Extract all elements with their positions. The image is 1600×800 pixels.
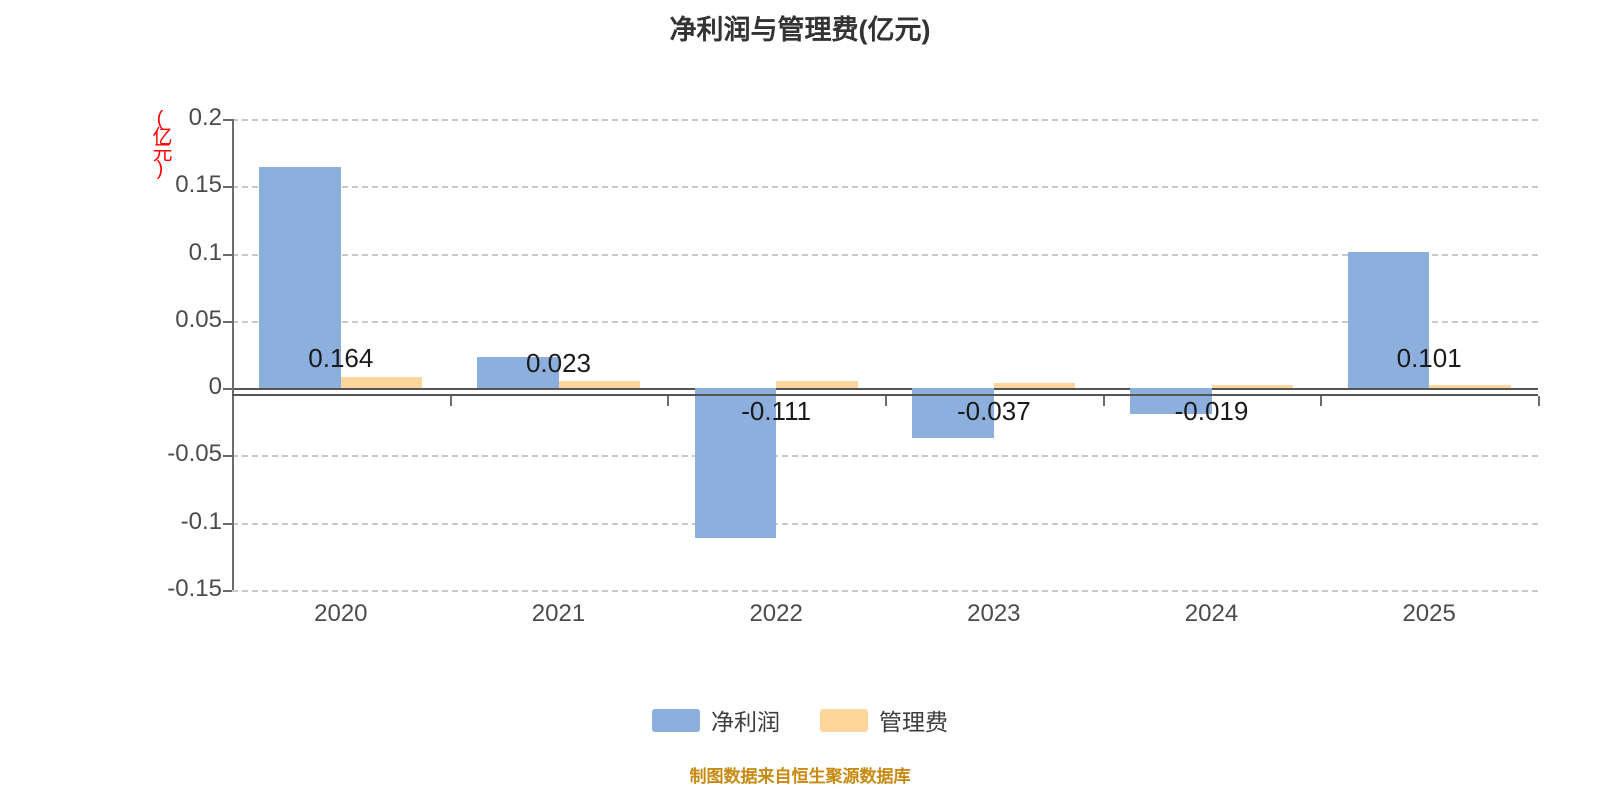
bar-admin-expense-2023[interactable]	[993, 383, 1076, 389]
chart-legend: 净利润 管理费	[0, 703, 1600, 737]
bar-net-profit-2024[interactable]	[1129, 388, 1212, 414]
plot-area: 0.164 0.023 -0.111 -0.037 -0.019 0.101	[232, 119, 1538, 592]
y-axis-unit-label: (亿元)	[149, 108, 171, 176]
bar-net-profit-2020[interactable]	[259, 167, 341, 389]
bar-value-label: -0.111	[741, 396, 812, 427]
x-axis-tick	[1538, 396, 1540, 406]
legend-label: 管理费	[879, 709, 948, 735]
x-axis-line	[232, 394, 1538, 396]
y-axis-tick	[223, 119, 232, 121]
x-axis-tick-label: 2021	[531, 600, 586, 627]
bar-net-profit-2022[interactable]	[694, 388, 777, 538]
gridline	[232, 522, 1538, 525]
y-axis-tick	[223, 186, 232, 189]
bar-value-label: -0.037	[956, 396, 1031, 427]
x-axis-tick	[1320, 396, 1323, 406]
x-axis-tick-label: 2023	[967, 600, 1021, 627]
x-axis-tick	[232, 396, 234, 406]
x-axis-tick-label: 2022	[749, 600, 803, 627]
gridline	[232, 119, 1538, 121]
gridline	[232, 388, 1538, 391]
bar-net-profit-2025[interactable]	[1347, 252, 1430, 389]
legend-swatch-icon	[820, 708, 868, 732]
y-axis-tick-label: 0.05	[175, 305, 222, 333]
y-axis-tick	[223, 590, 232, 592]
x-axis-tick	[667, 396, 670, 406]
x-axis-tick-label: 2025	[1402, 600, 1456, 627]
gridline	[232, 253, 1538, 256]
gridline	[232, 320, 1538, 323]
source-note: 制图数据来自恒生聚源数据库	[689, 767, 911, 786]
y-axis-tick	[223, 522, 232, 525]
legend-swatch-icon	[652, 708, 700, 732]
bar-net-profit-2021[interactable]	[476, 357, 559, 389]
bar-value-label: 0.023	[525, 348, 592, 379]
x-axis-tick	[885, 396, 887, 406]
chart-title: 净利润与管理费(亿元)	[669, 15, 931, 45]
bar-net-profit-2023[interactable]	[912, 388, 994, 438]
gridline	[232, 590, 1538, 592]
x-axis-tick-label: 2020	[314, 600, 368, 627]
y-axis-tick-label: 0.2	[188, 104, 222, 131]
y-axis-tick	[223, 455, 232, 458]
y-axis-tick	[223, 253, 232, 256]
bar-value-label: 0.164	[308, 343, 374, 374]
gridline	[232, 186, 1538, 189]
bar-admin-expense-2025[interactable]	[1429, 385, 1511, 389]
y-axis-tick-label: -0.05	[167, 440, 222, 468]
y-axis-tick-label: 0	[208, 373, 222, 401]
y-axis-tick	[223, 320, 232, 323]
y-axis-tick	[223, 388, 232, 391]
y-axis-tick-label: -0.1	[180, 507, 222, 535]
gridline	[232, 455, 1538, 458]
x-axis-tick	[1102, 396, 1105, 406]
bar-value-label: -0.019	[1174, 396, 1249, 427]
bar-admin-expense-2024[interactable]	[1211, 384, 1294, 389]
bar-admin-expense-2020[interactable]	[340, 377, 423, 389]
x-axis-tick	[449, 396, 452, 406]
bar-admin-expense-2022[interactable]	[776, 381, 858, 389]
y-axis-tick-label: 0.1	[188, 238, 222, 266]
y-axis-line	[232, 119, 234, 590]
legend-label: 净利润	[711, 709, 780, 735]
y-axis-tick-label: -0.15	[167, 575, 222, 602]
bar-admin-expense-2021[interactable]	[558, 380, 641, 389]
legend-item-admin-expense[interactable]: 管理费	[820, 703, 948, 737]
legend-item-net-profit[interactable]: 净利润	[652, 703, 780, 737]
y-axis-tick-label: 0.15	[175, 171, 222, 199]
x-axis-tick-label: 2024	[1184, 600, 1239, 627]
bar-value-label: 0.101	[1396, 343, 1462, 374]
